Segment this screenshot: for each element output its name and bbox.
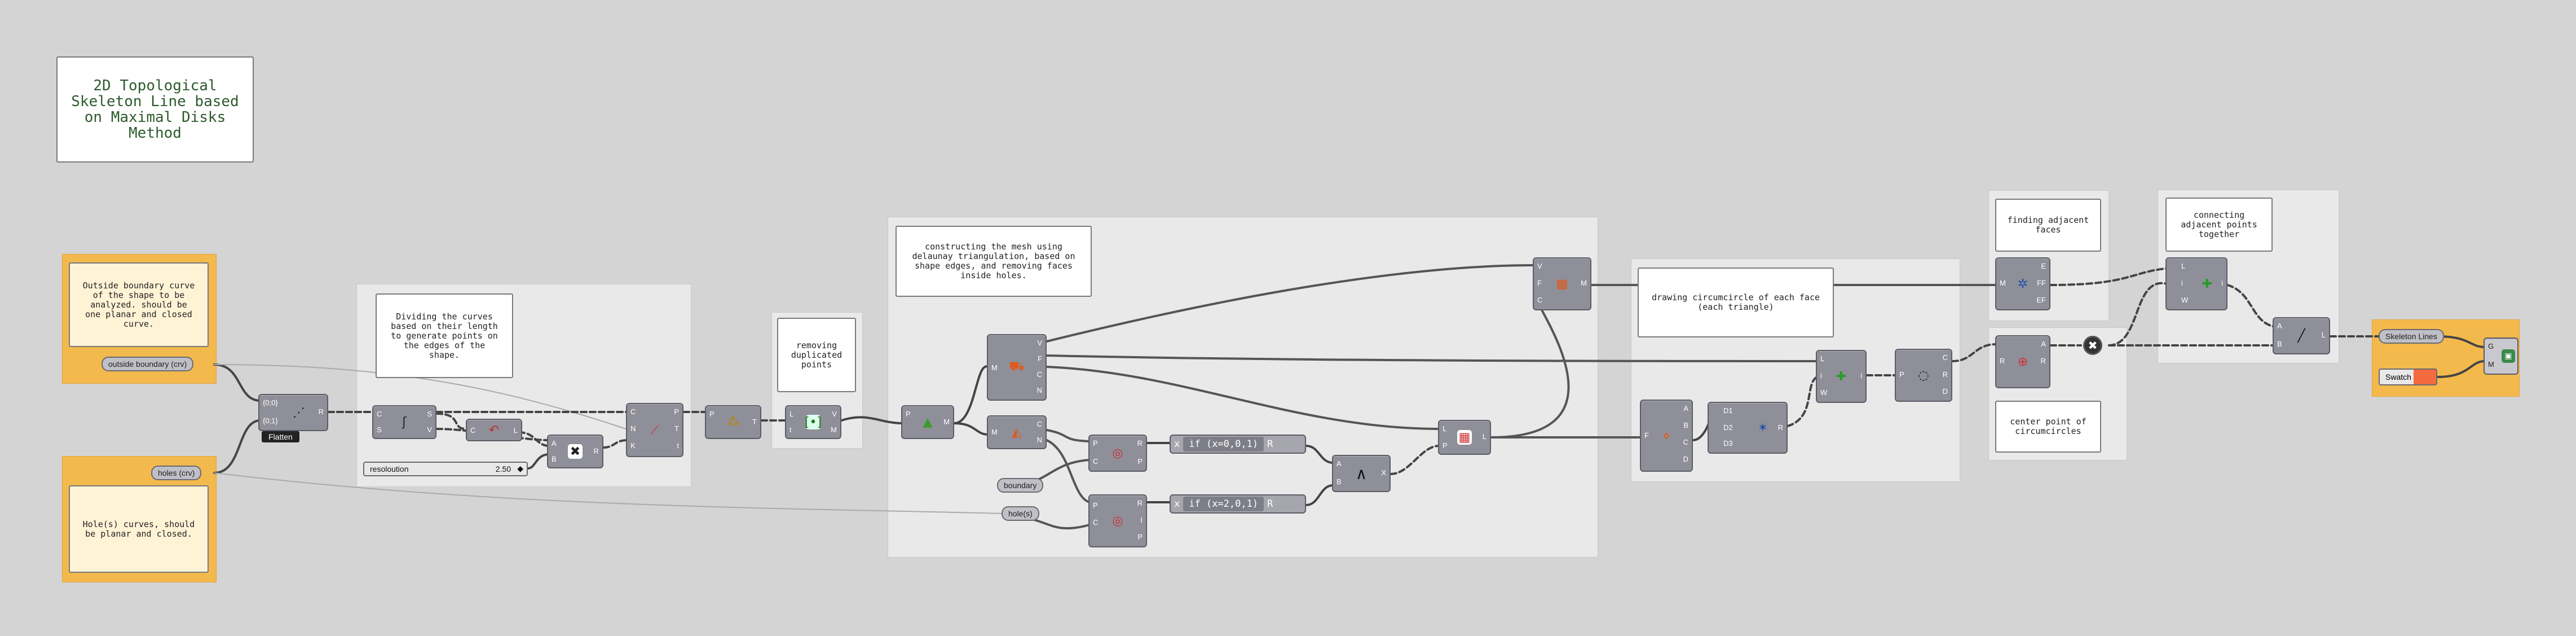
slider-handle-icon[interactable]: ◆ [517,464,523,473]
param-outside-boundary[interactable]: outside boundary (crv) [102,357,194,371]
division-component[interactable]: A B R ✖ [547,435,603,468]
face-normals-icon: ◭ [1012,425,1022,440]
inclusion-component-1[interactable]: P C R P ◎ [1088,435,1147,472]
resolution-slider[interactable]: resoloution 2.50 ◆ [363,462,528,476]
curve-component[interactable]: C S S V ʃ [372,405,436,439]
construct-mesh-component[interactable]: V F C M ▩ [1533,257,1591,310]
note-outside-boundary: Outside boundary curve of the shape to b… [69,262,209,347]
note-center: center point of circumcircles [1995,401,2101,453]
gate-and-component[interactable]: A B X ∧ [1332,455,1391,492]
wire [213,419,262,474]
length-component[interactable]: C L ↶ [466,419,522,441]
circle-center-component[interactable]: R A R ⊕ [1995,335,2050,388]
deconstruct-circle-icon: ◌ [1918,368,1929,383]
face-vertices-icon: ⋄ [1662,428,1670,443]
slider-value: 2.50 [495,464,511,473]
curve-icon: ʃ [402,415,407,429]
face-vertices-component[interactable]: F A B C D ⋄ [1640,400,1693,472]
cull-pattern-component[interactable]: L P L ▦ [1438,420,1491,455]
param-skeleton-lines[interactable]: Skeleton Lines [2379,329,2444,344]
wire [213,363,262,402]
flatten-badge: Flatten [262,431,299,442]
note-removing: removing duplicated points [777,318,856,392]
points-component[interactable]: P T ⁂ [705,405,761,439]
mesh-topology-component[interactable]: M E FF EF ✲ [1995,257,2050,310]
note-circumcircle: drawing circumcircle of each face (each … [1638,267,1834,337]
deconstruct-mesh-component[interactable]: M V F C N ⛟ [987,334,1047,401]
cull-duplicates-component[interactable]: L t V M [•] [785,405,841,439]
division-icon: ✖ [568,444,583,459]
mesh-topology-icon: ✲ [2017,277,2028,291]
preview-icon: ▣ [2502,349,2515,363]
deconstruct-circle-component[interactable]: P C R D ◌ [1895,349,1952,402]
inclusion-component-2[interactable]: P C R I P ◎ [1088,494,1147,547]
merge-icon: ⋰ [293,405,305,420]
swatch[interactable]: Swatch [2379,369,2437,385]
param-boundary[interactable]: boundary [997,478,1044,493]
note-dividing: Dividing the curves based on their lengt… [376,293,513,378]
face-normals-component[interactable]: M C N ◭ [987,415,1047,449]
construct-mesh-icon: ▩ [1556,277,1568,291]
title-panel: 2D Topological Skeleton Line based on Ma… [56,56,254,163]
expression-text: if (x=0,0,1) [1183,437,1264,451]
point-in-curves-icon: ◎ [1112,514,1123,528]
cull-duplicates-icon: [•] [804,415,822,429]
custom-preview-component[interactable]: G M ▣ [2484,337,2518,375]
swatch-label: Swatch [2385,372,2411,381]
list-item-component-2[interactable]: L i W i ✚ [2165,257,2227,310]
list-item-icon: ✚ [2202,277,2213,291]
note-mesh: constructing the mesh using delaunay tri… [896,226,1092,297]
null-dot-icon[interactable]: ✖ [2083,336,2102,355]
expression-text: if (x=2,0,1) [1183,497,1264,511]
gate-and-icon: ∧ [1355,464,1368,483]
points-icon: ⁂ [727,415,739,429]
line-component[interactable]: A B L ╱ [2273,317,2330,354]
cull-pattern-icon: ▦ [1457,430,1472,445]
delaunay-component[interactable]: P M ▲ [901,405,954,439]
note-holes: Hole(s) curves, should be planar and clo… [69,485,209,573]
list-item-icon: ✚ [1836,369,1847,384]
circle-3pt-icon: ✶ [1757,420,1768,435]
circle-3pt-component[interactable]: D1 D2 D3 R ✶ [1708,402,1788,454]
param-holes-2[interactable]: hole(s) [1002,506,1039,521]
circle-center-icon: ⊕ [2017,354,2028,369]
length-icon: ↶ [488,423,500,437]
merge-component[interactable]: {0;0} {0;1} R ⋰ [258,394,328,431]
param-holes[interactable]: holes (crv) [151,466,202,480]
divide-length-component[interactable]: C N K P T t ⟋ [626,403,683,457]
point-in-curve-icon: ◎ [1112,446,1123,460]
list-item-component-1[interactable]: L i W i ✚ [1816,350,1867,403]
note-connecting: connecting adjacent points together [2165,198,2273,252]
divide-curve-icon: ⟋ [650,423,659,437]
delaunay-mesh-icon: ▲ [923,415,933,429]
note-finding: finding adjacent faces [1995,199,2101,252]
line-icon: ╱ [2297,328,2305,343]
slider-label: resoloution [370,464,409,473]
deconstruct-mesh-icon: ⛟ [1009,359,1025,374]
